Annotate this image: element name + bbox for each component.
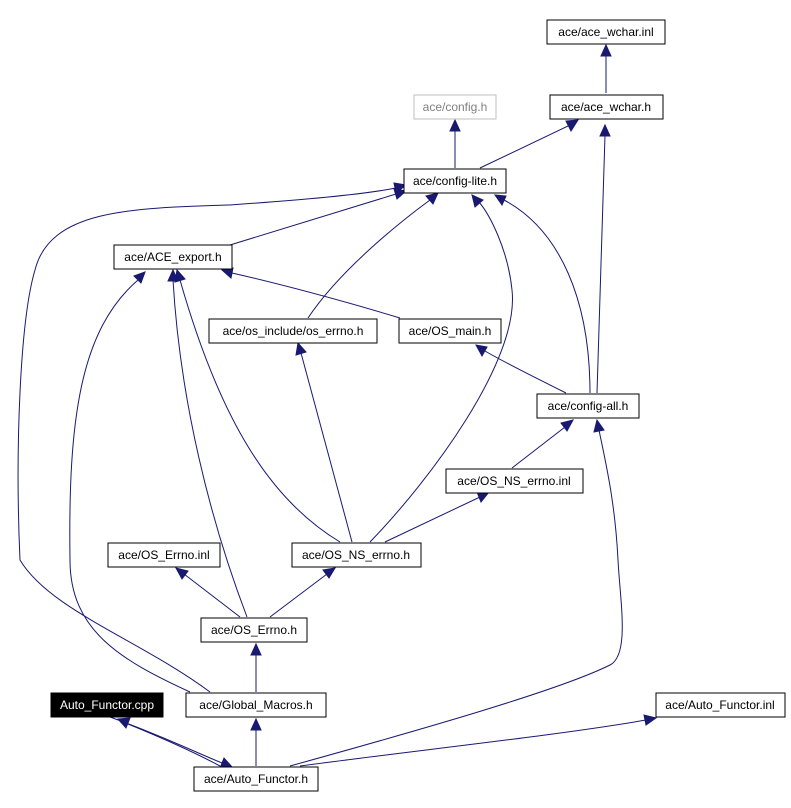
node-label: ace/config-lite.h [413,174,497,188]
node-os-ns-errno-h[interactable]: ace/OS_NS_errno.h [291,542,422,568]
arrowhead [295,341,307,356]
arrowhead [593,418,605,433]
node-os-ns-errno-inl[interactable]: ace/OS_NS_errno.inl [445,468,584,494]
arrowhead [643,714,658,726]
node-global-macros-h[interactable]: ace/Global_Macros.h [185,692,327,718]
edge-os-ns-errno-h-to-ace-export [179,279,341,543]
node-ace-export-h[interactable]: ace/ACE_export.h [113,244,233,270]
edge-os-main-to-ace-export [231,272,401,319]
node-ace-wchar-h[interactable]: ace/ace_wchar.h [549,94,664,120]
edge-os-include-errno-to-config-lite [307,199,431,319]
node-label: ace/Auto_Functor.inl [665,698,774,712]
node-auto-functor-cpp[interactable]: Auto_Functor.cpp [50,692,164,718]
node-label: ace/ace_wchar.inl [558,25,653,39]
node-label: ace/OS_NS_errno.inl [457,474,570,488]
dependency-edges [17,43,658,769]
edge-config-all-to-os-main [484,350,567,394]
edge-os-ns-errno-h-to-config-lite [369,201,513,543]
node-label: ace/OS_Errno.inl [118,548,209,562]
node-auto-functor-h[interactable]: ace/Auto_Functor.h [193,766,319,792]
edge-global-macros-to-config-lite [17,187,397,693]
node-config-lite-h[interactable]: ace/config-lite.h [403,168,507,194]
node-config-h[interactable]: ace/config.h [413,94,497,120]
edge-os-errno-h-to-os-errno-inl [183,573,241,618]
edge-auto-functor-h-to-auto-functor-inl [299,719,647,767]
edge-global-macros-to-ace-export [69,279,191,693]
edge-os-errno-h-to-ace-export [172,279,248,618]
node-ace-wchar-inl[interactable]: ace/ace_wchar.inl [546,19,666,45]
node-label: ace/os_include/os_errno.h [223,324,364,338]
arrowhead [449,118,461,132]
arrowhead [250,642,262,656]
edge-os-ns-errno-inl-to-config-all [511,426,566,469]
node-label: ace/ACE_export.h [124,250,221,264]
node-label: ace/config.h [423,100,488,114]
arrowhead [250,717,262,731]
node-label: ace/OS_Errno.h [211,623,297,637]
arrowhead [167,268,179,282]
arrowhead [322,567,336,579]
node-label: ace/ace_wchar.h [561,100,651,114]
arrowhead [560,419,574,432]
node-label: ace/Auto_Functor.h [204,772,308,786]
arrowhead [565,119,579,133]
edge-auto-functor-cpp-to-auto-functor-h [109,716,223,764]
graph-nodes: ace/ace_wchar.inl ace/config.h ace/ace_w… [50,19,786,792]
node-os-errno-h[interactable]: ace/OS_Errno.h [200,617,308,643]
arrowhead [600,43,612,57]
arrowhead [599,123,611,137]
node-label: ace/config-all.h [548,399,629,413]
arrowhead [393,182,408,194]
edge-auto-functor-h-to-auto-functor-cpp [127,723,221,767]
arrowhead [116,717,131,729]
edge-os-ns-errno-h-to-os-ns-errno-inl [384,496,481,543]
node-os-include-os-errno-h[interactable]: ace/os_include/os_errno.h [208,318,378,344]
node-config-all-h[interactable]: ace/config-all.h [536,393,640,419]
edge-config-all-to-ace-wchar-h [596,134,606,394]
node-label: ace/OS_NS_errno.h [302,548,410,562]
node-os-errno-inl[interactable]: ace/OS_Errno.inl [107,542,221,568]
arrowhead [133,271,146,284]
node-label: Auto_Functor.cpp [60,698,154,712]
edge-config-all-to-config-lite [503,199,591,394]
edge-os-ns-errno-h-to-os-include-errno [300,352,353,543]
edge-config-lite-to-ace-wchar-h [479,125,569,169]
arrowhead [425,192,439,205]
arrowhead [475,344,488,358]
node-os-main-h[interactable]: ace/OS_main.h [398,318,502,344]
node-label: ace/Global_Macros.h [199,698,312,712]
arrowhead [493,194,507,207]
edge-auto-functor-h-to-config-all [289,429,623,767]
arrowhead [175,567,189,580]
edge-ace-export-to-config-lite [229,193,397,246]
node-auto-functor-inl[interactable]: ace/Auto_Functor.inl [655,692,786,718]
edge-os-errno-h-to-os-ns-errno-h [269,573,328,618]
node-label: ace/OS_main.h [409,324,492,338]
arrowhead [471,194,484,208]
